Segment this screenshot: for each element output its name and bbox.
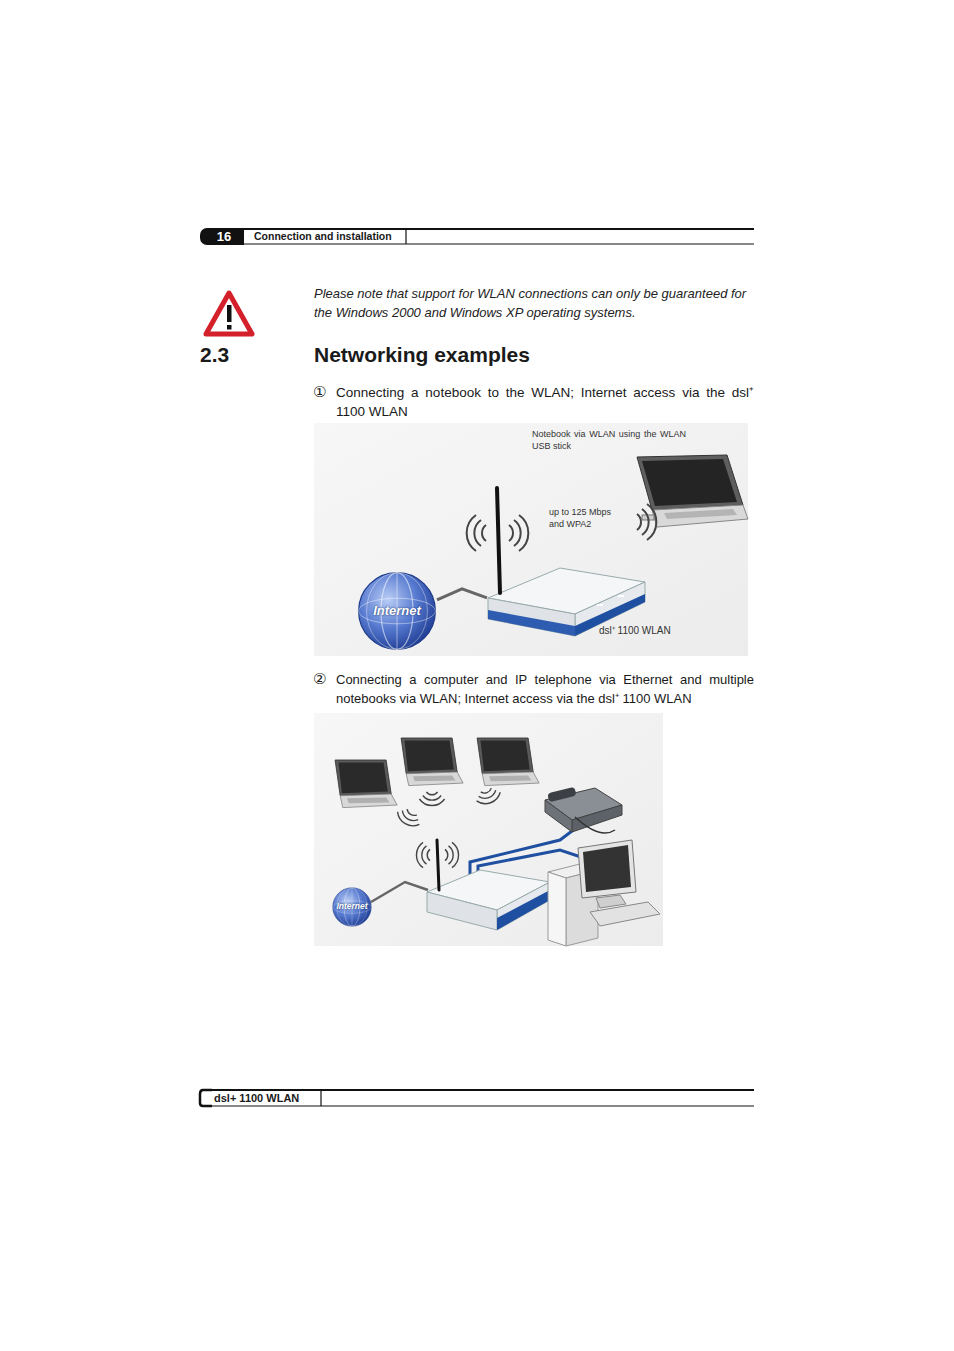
footer-product-name: dsl+ 1100 WLAN: [214, 1091, 299, 1105]
network-illustration-2: [314, 713, 663, 946]
router-device: dsl⁺ 1100 WLAN: [487, 565, 647, 638]
page-number: 16: [204, 229, 244, 244]
example-caption: Connecting a notebook to the WLAN; Inter…: [336, 383, 754, 421]
callout-number: ①: [313, 383, 326, 402]
internet-globe: Internet: [332, 887, 372, 927]
chapter-name: Connection and installation: [254, 230, 392, 243]
page-footer: [200, 1090, 754, 1106]
example-caption: Connecting a computer and IP telephone v…: [336, 670, 754, 708]
callout-number: ②: [313, 670, 326, 689]
globe-label: Internet: [373, 604, 421, 618]
section-title: Networking examples: [314, 343, 530, 367]
warning-symbol: [206, 293, 252, 334]
device-label: dsl⁺ 1100 WLAN: [599, 624, 671, 637]
internet-globe: Internet: [357, 571, 437, 651]
notebook-label: Notebook via WLAN using the WLAN USB sti…: [532, 428, 686, 452]
globe-label: Internet: [336, 902, 367, 911]
page-header: [200, 228, 754, 245]
section-number: 2.3: [200, 343, 229, 367]
network-illustration-1: [314, 423, 748, 656]
warning-note: Please note that support for WLAN connec…: [314, 284, 755, 322]
network-cable: [437, 589, 487, 600]
speed-label: up to 125 Mbps and WPA2: [549, 506, 621, 530]
